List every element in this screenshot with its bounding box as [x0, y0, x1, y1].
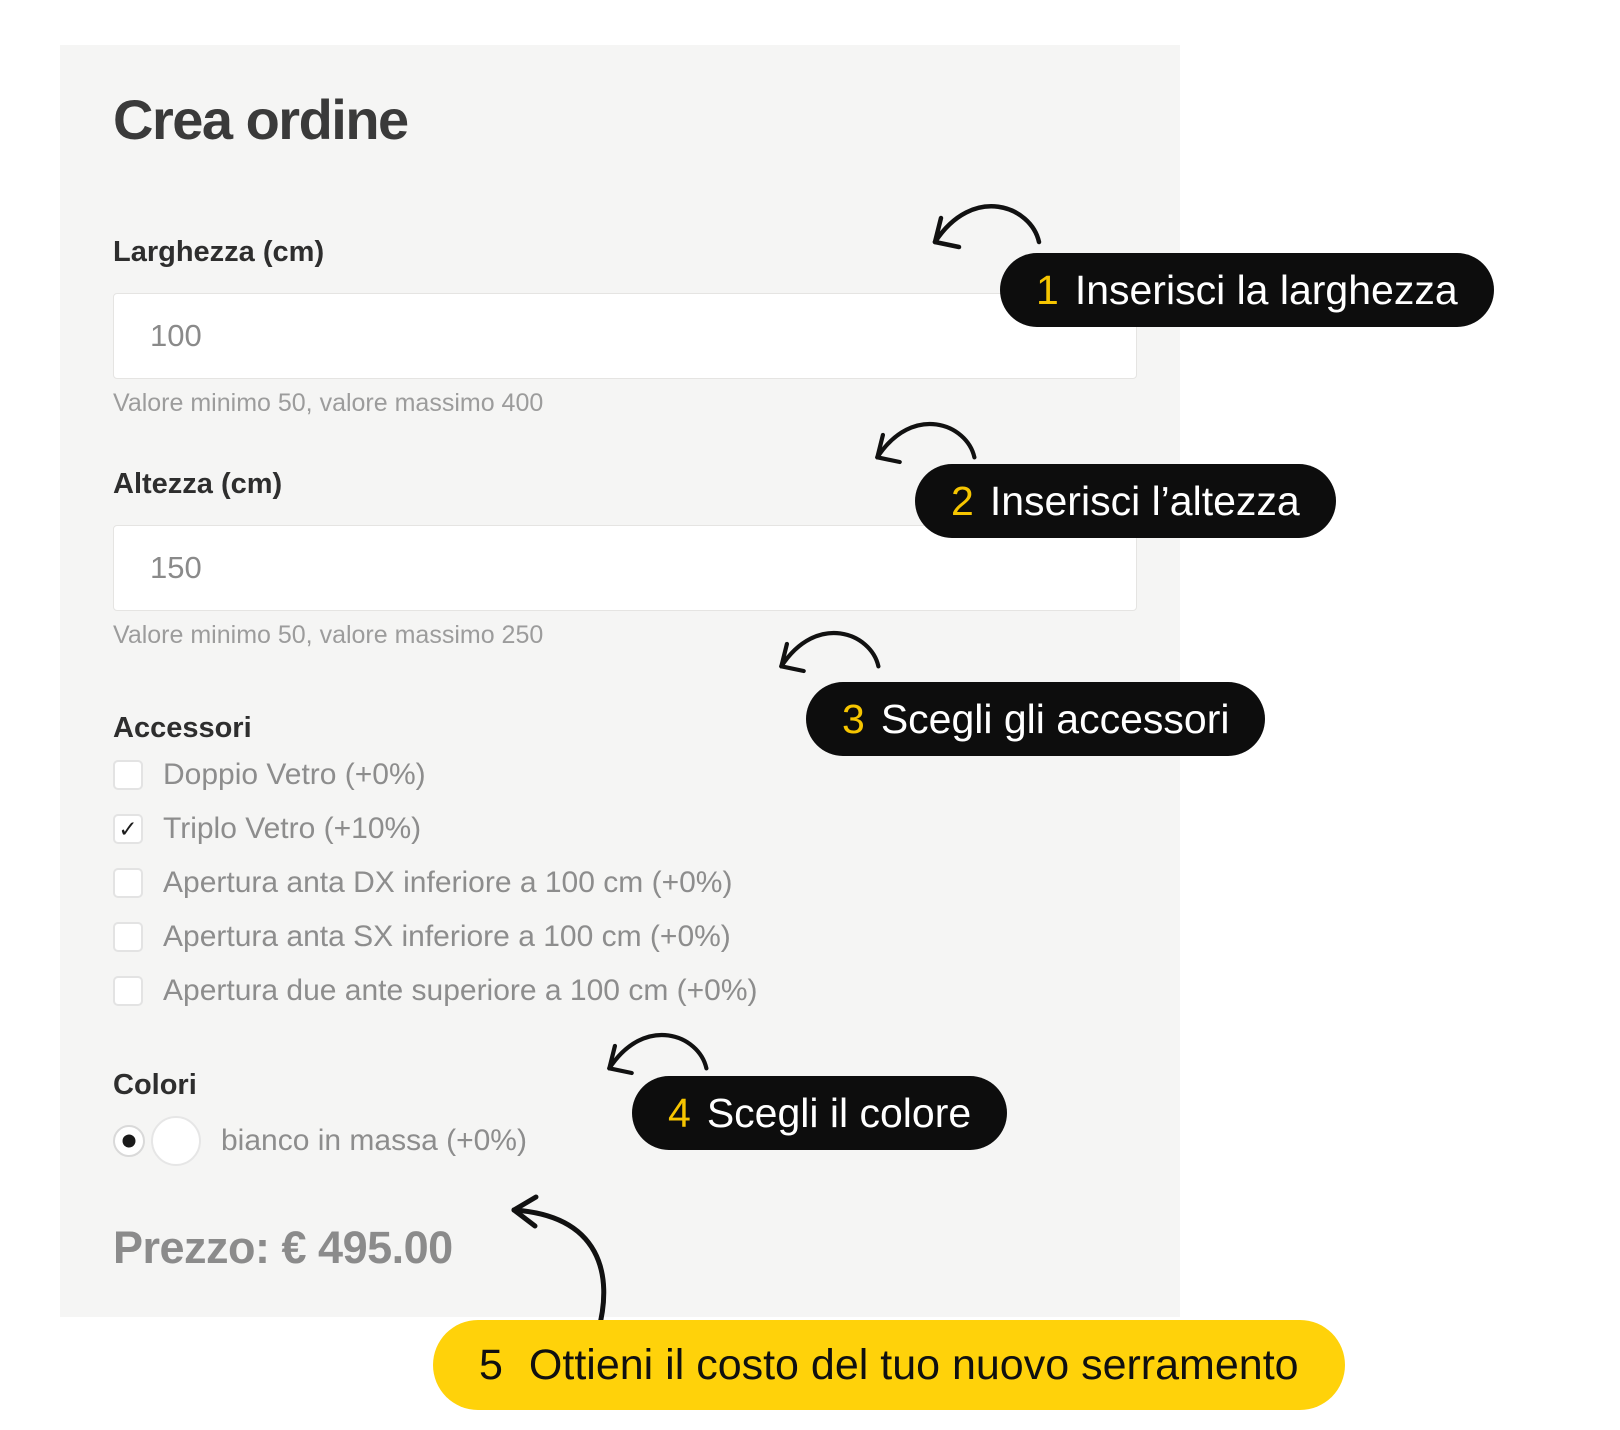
callout-label: Inserisci l’altezza: [989, 477, 1300, 524]
accessory-option-label: Apertura anta DX inferiore a 100 cm (+0%…: [163, 866, 733, 899]
price: Prezzo:€ 495.00: [113, 1222, 1137, 1274]
accessory-option-label: Doppio Vetro (+0%): [163, 758, 426, 791]
checkbox-icon[interactable]: ✓: [113, 868, 143, 898]
color-option-bianco[interactable]: bianco in massa (+0%): [113, 1116, 1137, 1166]
accessory-option-apertura-sx[interactable]: ✓ Apertura anta SX inferiore a 100 cm (+…: [113, 920, 1137, 953]
accessories-label: Accessori: [113, 712, 252, 744]
order-form-card: Crea ordine Larghezza (cm) Valore minimo…: [60, 45, 1180, 1317]
color-swatch: [151, 1116, 201, 1166]
accessory-option-label: Triplo Vetro (+10%): [163, 812, 422, 845]
checkbox-icon[interactable]: ✓: [113, 760, 143, 790]
height-helper-text: Valore minimo 50, valore massimo 250: [113, 621, 544, 649]
callout-4-scegli-colore: 4 Scegli il colore: [632, 1076, 1008, 1150]
accessory-option-apertura-due-ante[interactable]: ✓ Apertura due ante superiore a 100 cm (…: [113, 974, 1137, 1007]
callout-3-scegli-accessori: 3 Scegli gli accessori: [806, 682, 1266, 756]
width-label: Larghezza (cm): [113, 236, 325, 268]
checkmark-icon: ✓: [118, 815, 138, 842]
accessory-option-label: Apertura anta SX inferiore a 100 cm (+0%…: [163, 920, 731, 953]
curved-arrow-icon: [500, 1190, 615, 1335]
callout-number: 3: [842, 695, 865, 742]
width-field-group: Larghezza (cm) Valore minimo 50, valore …: [113, 236, 1137, 418]
checkbox-icon[interactable]: ✓: [113, 922, 143, 952]
accessory-option-doppio-vetro[interactable]: ✓ Doppio Vetro (+0%): [113, 758, 1137, 791]
curved-arrow-icon: [772, 618, 884, 696]
accessory-option-apertura-dx[interactable]: ✓ Apertura anta DX inferiore a 100 cm (+…: [113, 866, 1137, 899]
color-option-label: bianco in massa (+0%): [221, 1124, 527, 1157]
callout-2-inserisci-altezza: 2 Inserisci l’altezza: [915, 464, 1336, 538]
callout-label: Scegli il colore: [706, 1089, 972, 1136]
width-input[interactable]: [113, 293, 1137, 379]
page-title: Crea ordine: [113, 88, 409, 151]
callout-label: Scegli gli accessori: [880, 695, 1230, 742]
curved-arrow-icon: [925, 192, 1045, 272]
curved-arrow-icon: [868, 408, 980, 488]
height-field-group: Altezza (cm) Valore minimo 50, valore ma…: [113, 468, 1137, 650]
callout-number: 5: [479, 1340, 503, 1389]
callout-number: 1: [1036, 266, 1059, 313]
height-label: Altezza (cm): [113, 468, 283, 500]
accessory-option-label: Apertura due ante superiore a 100 cm (+0…: [163, 974, 758, 1007]
colors-section: Colori bianco in massa (+0%): [113, 1069, 1137, 1166]
callout-label: Inserisci la larghezza: [1074, 266, 1458, 313]
callout-5-ottieni-costo: 5 Ottieni il costo del tuo nuovo serrame…: [433, 1320, 1345, 1410]
accessory-option-triplo-vetro[interactable]: ✓ Triplo Vetro (+10%): [113, 812, 1137, 845]
height-input[interactable]: [113, 525, 1137, 611]
radio-button-icon[interactable]: [113, 1125, 145, 1157]
callout-label: Ottieni il costo del tuo nuovo serrament…: [528, 1340, 1299, 1389]
checkbox-icon[interactable]: ✓: [113, 976, 143, 1006]
colors-label: Colori: [113, 1069, 197, 1101]
width-helper-text: Valore minimo 50, valore massimo 400: [113, 389, 544, 417]
callout-1-inserisci-larghezza: 1 Inserisci la larghezza: [1000, 253, 1494, 327]
price-label: Prezzo:: [113, 1222, 270, 1273]
checkbox-icon[interactable]: ✓: [113, 814, 143, 844]
accessories-section: Accessori ✓ Doppio Vetro (+0%) ✓ Triplo …: [113, 712, 1137, 1007]
callout-number: 4: [668, 1089, 691, 1136]
curved-arrow-icon: [600, 1020, 712, 1098]
price-value: € 495.00: [281, 1222, 454, 1273]
callout-number: 2: [951, 477, 974, 524]
